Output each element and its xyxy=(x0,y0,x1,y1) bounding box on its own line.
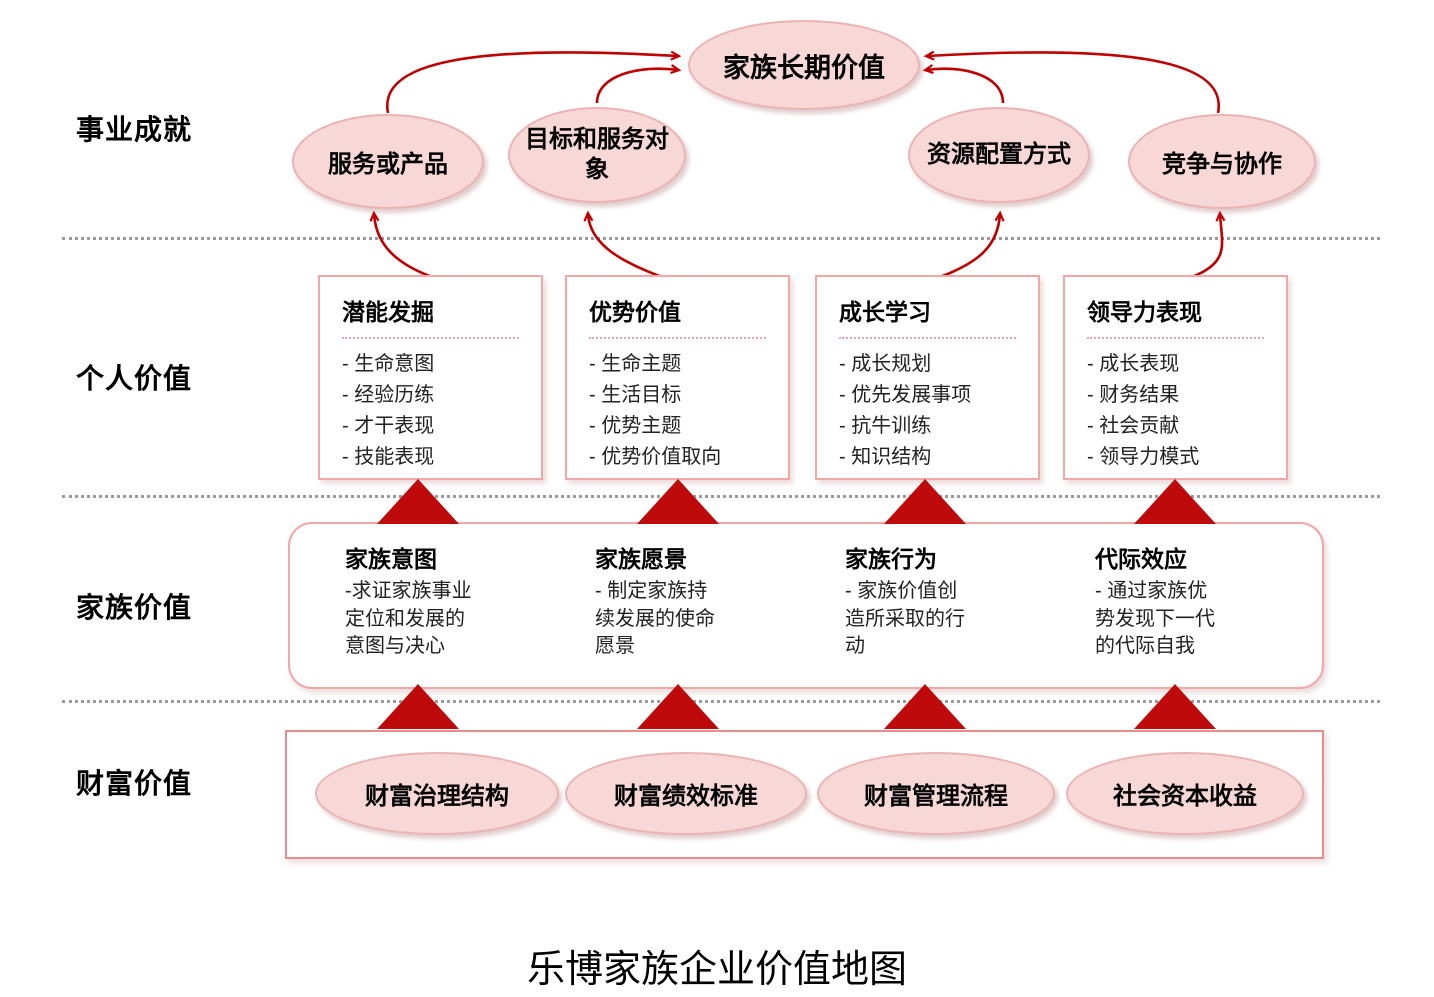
up-triangle-icon xyxy=(377,479,459,524)
section-desc: -求证家族事业定位和发展的意图与决心 xyxy=(345,580,472,658)
arrow-resources-to-longterm xyxy=(922,64,1005,104)
family-section-intergenerational: 代际效应 - 通过家族优势发现下一代的代际自我 xyxy=(1095,540,1310,661)
node-resource-allocation: 资源配置方式 xyxy=(908,107,1090,203)
box-item: - 抗牛训练 xyxy=(839,415,932,437)
arrow-competition-to-longterm xyxy=(923,50,1221,114)
family-section-behavior: 家族行为 - 家族价值创造所采取的行动 xyxy=(845,540,1060,661)
section-title: 家族意图 xyxy=(345,546,437,572)
up-triangle-icon xyxy=(884,684,966,729)
section-title: 家族行为 xyxy=(845,546,937,572)
section-desc: - 家族价值创造所采取的行动 xyxy=(845,580,965,658)
node-label: 财富治理结构 xyxy=(365,783,509,810)
box-item: - 生命主题 xyxy=(589,353,682,375)
node-social-capital-returns: 社会资本收益 xyxy=(1066,752,1304,835)
box-item: - 领导力模式 xyxy=(1087,446,1200,468)
node-wealth-governance: 财富治理结构 xyxy=(315,752,559,835)
box-leadership-performance: 领导力表现 - 成长表现 - 财务结果 - 社会贡献 - 领导力模式 xyxy=(1063,275,1288,480)
diagram-title: 乐博家族企业价值地图 xyxy=(526,949,907,991)
row-label-personal: 个人价值 xyxy=(76,363,193,394)
node-competition-cooperation: 竞争与协作 xyxy=(1128,114,1316,209)
node-label: 服务或产品 xyxy=(328,151,448,178)
box-growth-learning: 成长学习 - 成长规划 - 优先发展事项 - 抗牛训练 - 知识结构 xyxy=(815,275,1040,480)
box-strength-value: 优势价值 - 生命主题 - 生活目标 - 优势主题 - 优势价值取向 xyxy=(565,275,790,480)
box-item: - 才干表现 xyxy=(342,415,435,437)
arrow-strength-to-targets xyxy=(583,210,663,279)
box-item: - 社会贡献 xyxy=(1087,415,1180,437)
box-item: - 知识结构 xyxy=(839,446,932,468)
family-value-container xyxy=(288,522,1324,689)
box-title: 领导力表现 xyxy=(1087,299,1202,325)
up-triangle-icon xyxy=(1134,479,1216,524)
box-item: - 财务结果 xyxy=(1087,384,1180,406)
node-family-longterm-value: 家族长期价值 xyxy=(688,20,920,110)
box-item: - 技能表现 xyxy=(342,446,435,468)
dotted-rule xyxy=(1087,337,1264,339)
up-triangle-icon xyxy=(637,479,719,524)
node-services-or-products: 服务或产品 xyxy=(292,114,484,209)
node-wealth-performance-standards: 财富绩效标准 xyxy=(565,752,807,835)
box-item: - 优势主题 xyxy=(589,415,682,437)
up-triangle-icon xyxy=(884,479,966,524)
section-title: 代际效应 xyxy=(1095,546,1187,572)
dotted-rule xyxy=(342,337,519,339)
arrow-leadership-to-competition xyxy=(1191,210,1226,279)
node-label: 家族长期价值 xyxy=(723,52,885,83)
node-label: 社会资本收益 xyxy=(1113,783,1257,810)
box-item: - 生活目标 xyxy=(589,384,682,406)
separator-career-personal xyxy=(62,237,1380,240)
node-targets-and-service-objects: 目标和服务对象 xyxy=(508,107,686,203)
box-potential-discovery: 潜能发掘 - 生命意图 - 经验历练 - 才干表现 - 技能表现 xyxy=(318,275,543,480)
box-title: 成长学习 xyxy=(839,299,931,325)
arrow-potential-to-services xyxy=(369,210,433,279)
node-label: 资源配置方式 xyxy=(927,141,1071,168)
box-title: 优势价值 xyxy=(589,299,681,325)
separator-family-wealth xyxy=(62,700,1380,703)
dotted-rule xyxy=(589,337,766,339)
separator-personal-family xyxy=(62,495,1380,498)
row-label-family: 家族价值 xyxy=(76,592,193,623)
family-section-vision: 家族愿景 - 制定家族持续发展的使命愿景 xyxy=(595,540,810,661)
node-label: 财富管理流程 xyxy=(864,783,1008,810)
node-label: 竞争与协作 xyxy=(1162,151,1282,178)
box-title: 潜能发掘 xyxy=(342,299,434,325)
family-section-intention: 家族意图 -求证家族事业定位和发展的意图与决心 xyxy=(345,540,560,661)
arrow-growth-to-resources xyxy=(939,210,1005,279)
section-desc: - 制定家族持续发展的使命愿景 xyxy=(595,580,715,658)
arrow-targets-to-longterm xyxy=(595,64,682,104)
up-triangle-icon xyxy=(1134,684,1216,729)
box-item: - 优先发展事项 xyxy=(839,384,972,406)
box-item: - 生命意图 xyxy=(342,353,435,375)
node-label: 财富绩效标准 xyxy=(614,783,758,810)
node-wealth-management-process: 财富管理流程 xyxy=(817,752,1055,835)
node-label: 目标和服务对象 xyxy=(525,126,669,183)
up-triangle-icon xyxy=(377,684,459,729)
up-triangle-icon xyxy=(637,684,719,729)
dotted-rule xyxy=(839,337,1016,339)
row-label-wealth: 财富价值 xyxy=(76,768,193,799)
section-title: 家族愿景 xyxy=(595,546,687,572)
box-item: - 优势价值取向 xyxy=(589,446,722,468)
arrow-services-to-longterm xyxy=(385,50,682,114)
row-label-career: 事业成就 xyxy=(76,114,193,145)
section-desc: - 通过家族优势发现下一代的代际自我 xyxy=(1095,580,1215,658)
box-item: - 成长表现 xyxy=(1087,353,1180,375)
box-item: - 成长规划 xyxy=(839,353,932,375)
box-item: - 经验历练 xyxy=(342,384,435,406)
